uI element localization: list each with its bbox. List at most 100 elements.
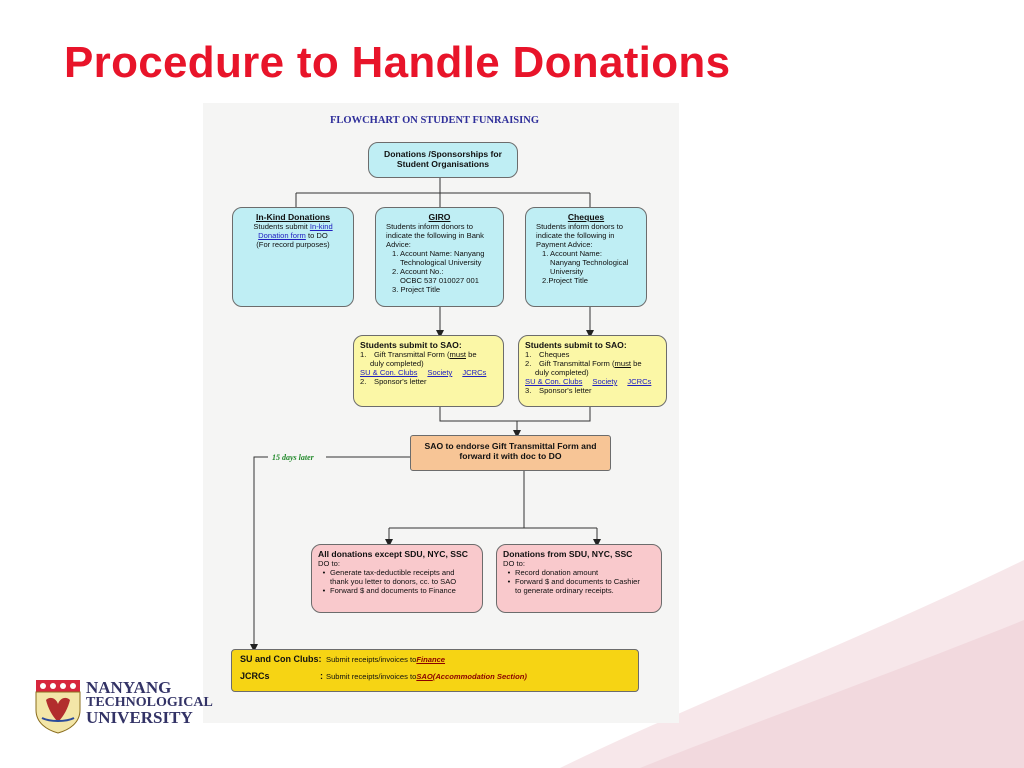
ntu-crest-logo (35, 680, 81, 734)
inkind-line1: Students submit In-kind (239, 222, 347, 231)
submit-right-item2-must: must (614, 359, 631, 368)
submit-right-heading: Students submit to SAO: (525, 340, 627, 350)
all-except-b1-line1: Generate tax-deductible receipts and (330, 568, 455, 577)
bullet-dot: • (322, 586, 326, 595)
submit-left-link-jcrcs[interactable]: JCRCs (462, 368, 487, 377)
inkind-box: In-Kind Donations Students submit In-kin… (232, 207, 354, 307)
submit-right-link-jcrcs[interactable]: JCRCs (627, 377, 652, 386)
submit-left-item1-b: be (466, 350, 477, 359)
donations-top-box: Donations /Sponsorships for Student Orga… (368, 142, 518, 178)
submit-right-item2-a: Gift Transmittal Form ( (539, 359, 615, 368)
from-sdu-bullet2: • Forward $ and documents to Cashier (503, 577, 655, 586)
days-later-label: 15 days later (272, 453, 314, 462)
cheques-item1-line2: Nanyang Technological (550, 258, 629, 267)
final-row2-label-text: JCRCs (240, 671, 270, 681)
submit-left-link-society[interactable]: Society (427, 368, 453, 377)
submit-right-item2-text: Gift Transmittal Form (must be (539, 359, 642, 368)
slide-title: Procedure to Handle Donations (64, 38, 731, 87)
submit-left-item1-text: Gift Transmittal Form (must be (374, 350, 477, 359)
submit-right-item1: 1. Cheques (525, 350, 660, 359)
from-sdu-b2-line2: to generate ordinary receipts. (515, 586, 614, 595)
flowchart-paper (203, 103, 679, 723)
inkind-text-a: Students submit (253, 222, 310, 231)
all-except-intro: DO to: (318, 559, 340, 568)
submit-receipts-box: SU and Con Clubs: Submit receipts/invoic… (231, 649, 639, 692)
endorse-line1: SAO to endorse Gift Transmittal Form and (424, 441, 597, 451)
all-except-heading: All donations except SDU, NYC, SSC (318, 549, 468, 559)
flowchart-title: FLOWCHART ON STUDENT FUNRAISING (330, 115, 539, 126)
submit-left-item1-c: duly completed) (370, 359, 424, 368)
cheques-item2: 2.Project Title (542, 276, 589, 285)
final-row1-text: Submit receipts/invoices to (326, 655, 417, 664)
giro-item1-line1: 1. Account Name: Nanyang (392, 249, 485, 258)
sao-endorse-box: SAO to endorse Gift Transmittal Form and… (410, 435, 611, 471)
submit-right-link-su-clubs[interactable]: SU & Con. Clubs (525, 377, 583, 386)
submit-right-item1-text: Cheques (539, 350, 570, 359)
from-sdu-b2-line1: Forward $ and documents to Cashier (515, 577, 640, 586)
submit-right-item2-c: duly completed) (535, 368, 589, 377)
connector-endorse-split (389, 471, 597, 529)
donations-top-line2: Student Organisations (396, 159, 490, 169)
inkind-link-a[interactable]: In-kind (309, 222, 333, 231)
final-row2-text: Submit receipts/invoices to (326, 672, 417, 681)
logo-line1: NANYANG (86, 678, 172, 697)
inkind-link-b[interactable]: Donation form (258, 231, 306, 240)
submit-right-item3: 3. Sponsor's letter (525, 386, 660, 395)
submit-left-item2: 2. Sponsor's letter (360, 377, 497, 386)
submit-left-item2-text: Sponsor's letter (374, 377, 427, 386)
submit-left-item1-must: must (449, 350, 466, 359)
endorse-line2: forward it with doc to DO (459, 451, 562, 461)
connector-days-loop (254, 456, 410, 648)
connector-submit-join (439, 406, 591, 434)
giro-item3: 3. Project Title (392, 285, 441, 294)
all-except-box: All donations except SDU, NYC, SSC DO to… (311, 544, 483, 613)
inkind-line2: Donation form to DO (239, 231, 347, 240)
cheques-box: Cheques Students inform donors to indica… (525, 207, 647, 307)
all-except-bullet2: • Forward $ and documents to Finance (318, 586, 476, 595)
submit-right-item2-b: be (631, 359, 642, 368)
from-sdu-bullet1: • Record donation amount (503, 568, 655, 577)
giro-item2-line1: 2. Account No.: (392, 267, 444, 276)
submit-right-links: SU & Con. Clubs Society JCRCs (525, 377, 660, 386)
giro-item1-line2: Technological University (400, 258, 482, 267)
from-sdu-heading: Donations from SDU, NYC, SSC (503, 549, 633, 559)
all-except-bullet1: • Generate tax-deductible receipts and (318, 568, 476, 577)
submit-right-n1: 1. (525, 350, 532, 359)
giro-box: GIRO Students inform donors to indicate … (375, 207, 504, 307)
cheques-item1-line1: 1. Account Name: (542, 249, 602, 258)
submit-left-n2: 2. (360, 377, 367, 386)
final-row1-dest: Finance (416, 655, 446, 664)
submit-right-n3: 3. (525, 386, 532, 395)
all-except-b2: Forward $ and documents to Finance (330, 586, 456, 595)
bullet-dot: • (507, 568, 511, 577)
inkind-text-c: (For record purposes) (256, 240, 330, 249)
submit-right-item3-text: Sponsor's letter (539, 386, 592, 395)
final-row-jcrcs: JCRCs : Submit receipts/invoices to SAO … (240, 671, 630, 682)
cheques-intro: Students inform donors to indicate the f… (536, 222, 623, 249)
giro-item2-line2: OCBC 537 010027 001 (400, 276, 479, 285)
from-sdu-b1: Record donation amount (515, 568, 599, 577)
from-sdu-box: Donations from SDU, NYC, SSC DO to: • Re… (496, 544, 662, 613)
final-row1-label: SU and Con Clubs: (240, 654, 322, 664)
submit-left-heading: Students submit to SAO: (360, 340, 462, 350)
connector-top-branch (295, 178, 591, 207)
submit-left-link-su-clubs[interactable]: SU & Con. Clubs (360, 368, 418, 377)
submit-right-item2: 2. Gift Transmittal Form (must be (525, 359, 660, 368)
inkind-text-b: to DO (305, 231, 328, 240)
submit-right-link-society[interactable]: Society (592, 377, 618, 386)
inkind-heading: In-Kind Donations (256, 212, 330, 222)
final-row-su-clubs: SU and Con Clubs: Submit receipts/invoic… (240, 654, 630, 665)
logo-line3: UNIVERSITY (86, 708, 193, 727)
submit-left-n1: 1. (360, 350, 367, 359)
ntu-wordmark: NANYANG TECHNOLOGICAL UNIVERSITY (86, 678, 213, 727)
cheques-item1-line3: University (550, 267, 584, 276)
bullet-dot: • (507, 577, 511, 586)
giro-heading: GIRO (428, 212, 451, 222)
submit-left-item1: 1. Gift Transmittal Form (must be (360, 350, 497, 359)
final-row2-colon: : (320, 671, 323, 681)
submit-sao-giro-box: Students submit to SAO: 1. Gift Transmit… (353, 335, 504, 407)
cheques-heading: Cheques (567, 212, 605, 222)
logo-line2: TECHNOLOGICAL (86, 695, 213, 710)
donations-top-line1: Donations /Sponsorships for (384, 149, 502, 159)
